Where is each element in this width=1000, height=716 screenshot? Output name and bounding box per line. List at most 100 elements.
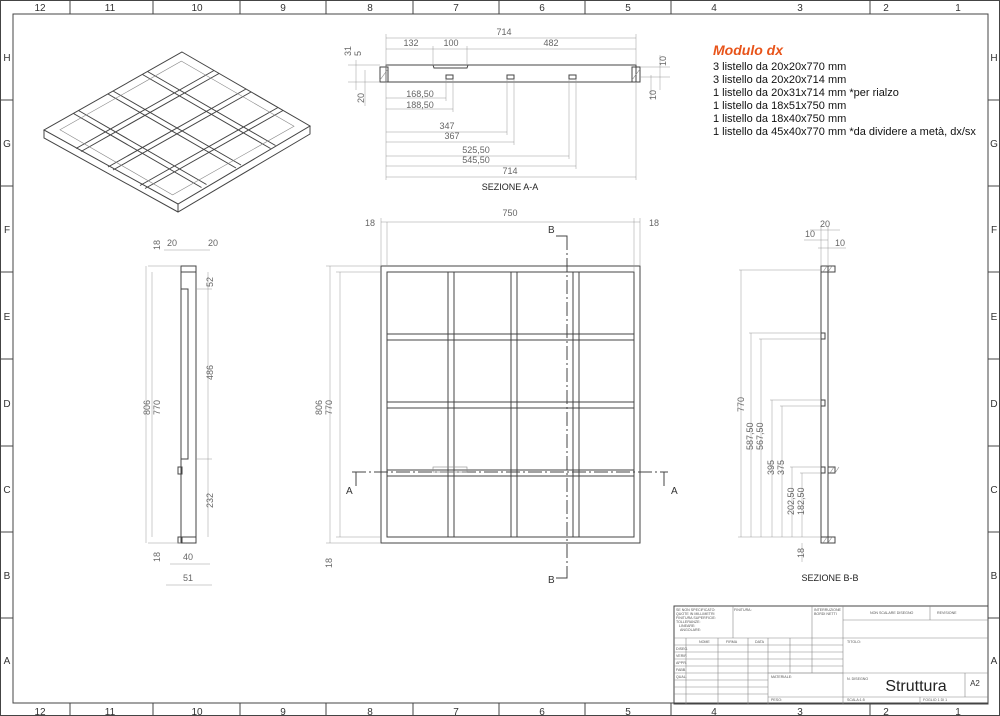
zone-column-label: 5	[625, 707, 631, 716]
iso-rail	[139, 107, 279, 186]
dim: 18	[152, 240, 162, 250]
zone-row-label: D	[990, 399, 997, 410]
zone-row-label: F	[991, 225, 997, 236]
dim: 132	[403, 38, 418, 48]
dim: 10	[835, 238, 845, 248]
dim: 806	[314, 400, 324, 415]
notes: Modulo dx 3 listello da 20x20x770 mm 3 l…	[713, 42, 976, 138]
tb-text: DATA	[755, 640, 765, 644]
note-line: 3 listello da 20x20x714 mm	[713, 74, 846, 86]
section-bb-label: SEZIONE B-B	[801, 573, 858, 583]
notch	[432, 466, 468, 473]
dim: 545,50	[462, 155, 490, 165]
zone-column-label: 1	[955, 707, 961, 716]
small-section	[820, 399, 826, 407]
dim: 395	[766, 460, 776, 475]
iso-rail	[144, 110, 284, 189]
section-mark-a: A	[671, 486, 678, 497]
zone-column-label: 5	[625, 3, 631, 14]
dim: 714	[502, 166, 517, 176]
iso-thickness	[43, 126, 311, 213]
hatched-section	[827, 466, 836, 474]
zone-column-label: 12	[34, 3, 46, 14]
zone-column-label: 1	[955, 3, 961, 14]
zone-row-label: C	[990, 485, 997, 496]
small-section	[820, 332, 826, 340]
tb-text: MATERIALE:	[771, 675, 792, 679]
iso-rail	[107, 93, 237, 169]
dim: 18	[365, 218, 375, 228]
dim: 52	[205, 277, 215, 287]
section-mark-b: B	[548, 225, 555, 236]
dim: 18	[796, 548, 806, 558]
zone-column-label: 9	[280, 3, 286, 14]
dim: 486	[205, 365, 215, 380]
tb-text: ANGOLARE:	[680, 628, 701, 632]
zone-column-label: 11	[105, 3, 116, 14]
zone-column-label: 7	[453, 3, 459, 14]
notes-title: Modulo dx	[713, 42, 784, 58]
dim: 750	[502, 208, 517, 218]
tb-text: SCALA:1:5	[847, 698, 865, 702]
zone-row-label: D	[3, 399, 10, 410]
dim: 10	[658, 56, 668, 66]
zone-row-label: F	[4, 225, 10, 236]
tb-text: N. DISEGNO	[847, 677, 868, 681]
hatch	[829, 466, 835, 474]
slot	[180, 288, 189, 460]
dim: 20	[820, 219, 830, 229]
zone-column-label: 10	[191, 3, 203, 14]
note-line: 1 listello da 45x40x770 mm *da dividere …	[713, 126, 976, 138]
hatch	[822, 265, 828, 273]
hatch	[827, 536, 833, 544]
zone-column-label: 8	[367, 3, 373, 14]
hatch	[822, 536, 828, 544]
block	[177, 466, 183, 475]
zone-column-label: 6	[539, 707, 545, 716]
note-line: 3 listello da 20x20x770 mm	[713, 61, 846, 73]
dim: 770	[324, 400, 334, 415]
section-mark-b: B	[548, 575, 555, 586]
section-aa: 714 132 100 482 31 5 20 10 10 168,50 188…	[343, 27, 670, 192]
dim: 51	[183, 573, 193, 583]
iso-inner	[59, 60, 295, 196]
zone-column-label: 3	[797, 707, 803, 716]
dim: 375	[776, 460, 786, 475]
zone-row-label: B	[991, 571, 998, 582]
dim: 367	[444, 131, 459, 141]
dim: 770	[152, 400, 162, 415]
dim: 202,50	[786, 487, 796, 515]
tb-text: FOGLIO 1 DI 1	[923, 698, 947, 702]
zone-row-label: H	[990, 53, 997, 64]
iso-rail	[78, 110, 207, 185]
drawing-title: Struttura	[885, 678, 946, 695]
dim: 232	[205, 493, 215, 508]
front-view: 750 18 18 806 770 18 B B A A	[314, 208, 678, 586]
note-line: 1 listello da 18x40x750 mm	[713, 113, 846, 125]
section-aa-label: SEZIONE A-A	[482, 182, 539, 192]
dim: 20	[208, 238, 218, 248]
zone-row-label: G	[3, 139, 11, 150]
zone-row-label: C	[3, 485, 10, 496]
dim: 18	[324, 558, 334, 568]
section-mark-a: A	[346, 486, 353, 497]
iso-rail	[112, 90, 242, 166]
note-line: 1 listello da 18x51x750 mm	[713, 100, 846, 112]
dim: 5	[353, 51, 363, 56]
tb-text: TITOLO:	[847, 640, 861, 644]
zone-row-label: A	[991, 656, 998, 667]
tb-text: DISEG.	[676, 647, 688, 651]
tb-text: QUOTE IN MILLIMETRI	[676, 612, 715, 616]
tb-text: PESO:	[771, 698, 782, 702]
small-section	[820, 466, 826, 474]
hatch	[827, 265, 833, 273]
section-bb: 20 10 10 770 587,50 567,50 395 375 202,5…	[736, 219, 859, 583]
tb-text: SE NON SPECIFICATO:	[676, 608, 715, 612]
tb-text: REVISIONE	[937, 611, 957, 615]
side-view: 18 20 20 52 486 232 806 770 18 40 51	[142, 238, 218, 586]
tb-text: APPR.	[676, 661, 687, 665]
zone-row-label: B	[4, 571, 11, 582]
tb-text: LINEARE:	[679, 624, 695, 628]
section-arrows	[355, 235, 665, 579]
dim: 587,50	[745, 422, 755, 450]
